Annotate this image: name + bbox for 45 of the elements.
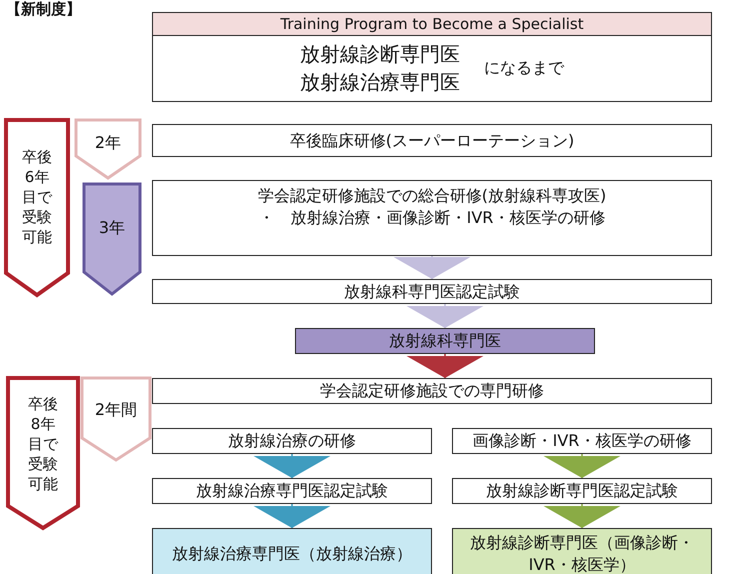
caption-text: になるまで [484,58,564,78]
process-box [452,478,712,504]
box-label: 放射線診断専門医認定試験 [486,480,678,502]
box-label: 放射線科専門医認定試験 [344,280,520,302]
box-label: 放射線診断専門医（画像診断・IVR・核医学） [469,532,695,574]
chevron-arrow [544,454,620,478]
title-box [152,12,712,102]
box-label: 学会認定研修施設での総合研修(放射線科専攻医) [258,185,606,207]
process-box [152,180,712,256]
box-label: 放射線治療専門医（放射線治療） [172,543,412,565]
process-box [152,428,432,454]
chevron-arrow [394,256,470,279]
duration-label: 2年 [94,132,122,154]
process-box [452,528,712,574]
box-label: 放射線治療の研修 [228,430,356,452]
box-label: 放射線治療専門医認定試験 [196,480,388,502]
process-box [295,328,595,354]
period-tag [82,378,150,460]
duration-label: 3年 [98,218,126,238]
chevron-arrow [406,354,484,378]
specialty-title: 放射線治療専門医 [300,69,460,96]
box-label: ・ 放射線治療・画像診断・IVR・核医学の研修 [258,207,606,229]
period-tag [8,378,78,528]
period-tag [84,184,140,294]
process-box [152,528,432,574]
chevron-arrow [254,504,330,528]
chevron-arrow [254,454,330,478]
header-band: Training Program to Become a Specialist [153,13,711,36]
duration-label: 2年間 [94,400,138,422]
heading-text: 【新制度】 [6,0,81,18]
specialty-title: 放射線診断専門医 [300,41,460,68]
period-tag [76,120,140,178]
box-label: 卒後臨床研修(スーパーローテーション) [290,130,574,152]
box-label: 放射線科専門医 [389,330,501,352]
process-box [152,478,432,504]
process-box [452,428,712,454]
box-label: 画像診断・IVR・核医学の研修 [472,430,692,452]
period-tag [6,120,68,295]
box-label: 学会認定研修施設での専門研修 [320,380,544,402]
chevron-arrow [544,504,620,528]
process-box [152,124,712,157]
chevron-arrow [406,304,484,328]
duration-label: 卒後8年目で受験可能 [27,394,59,494]
process-box [152,279,712,304]
duration-label: 卒後6年目で受験可能 [21,147,53,247]
